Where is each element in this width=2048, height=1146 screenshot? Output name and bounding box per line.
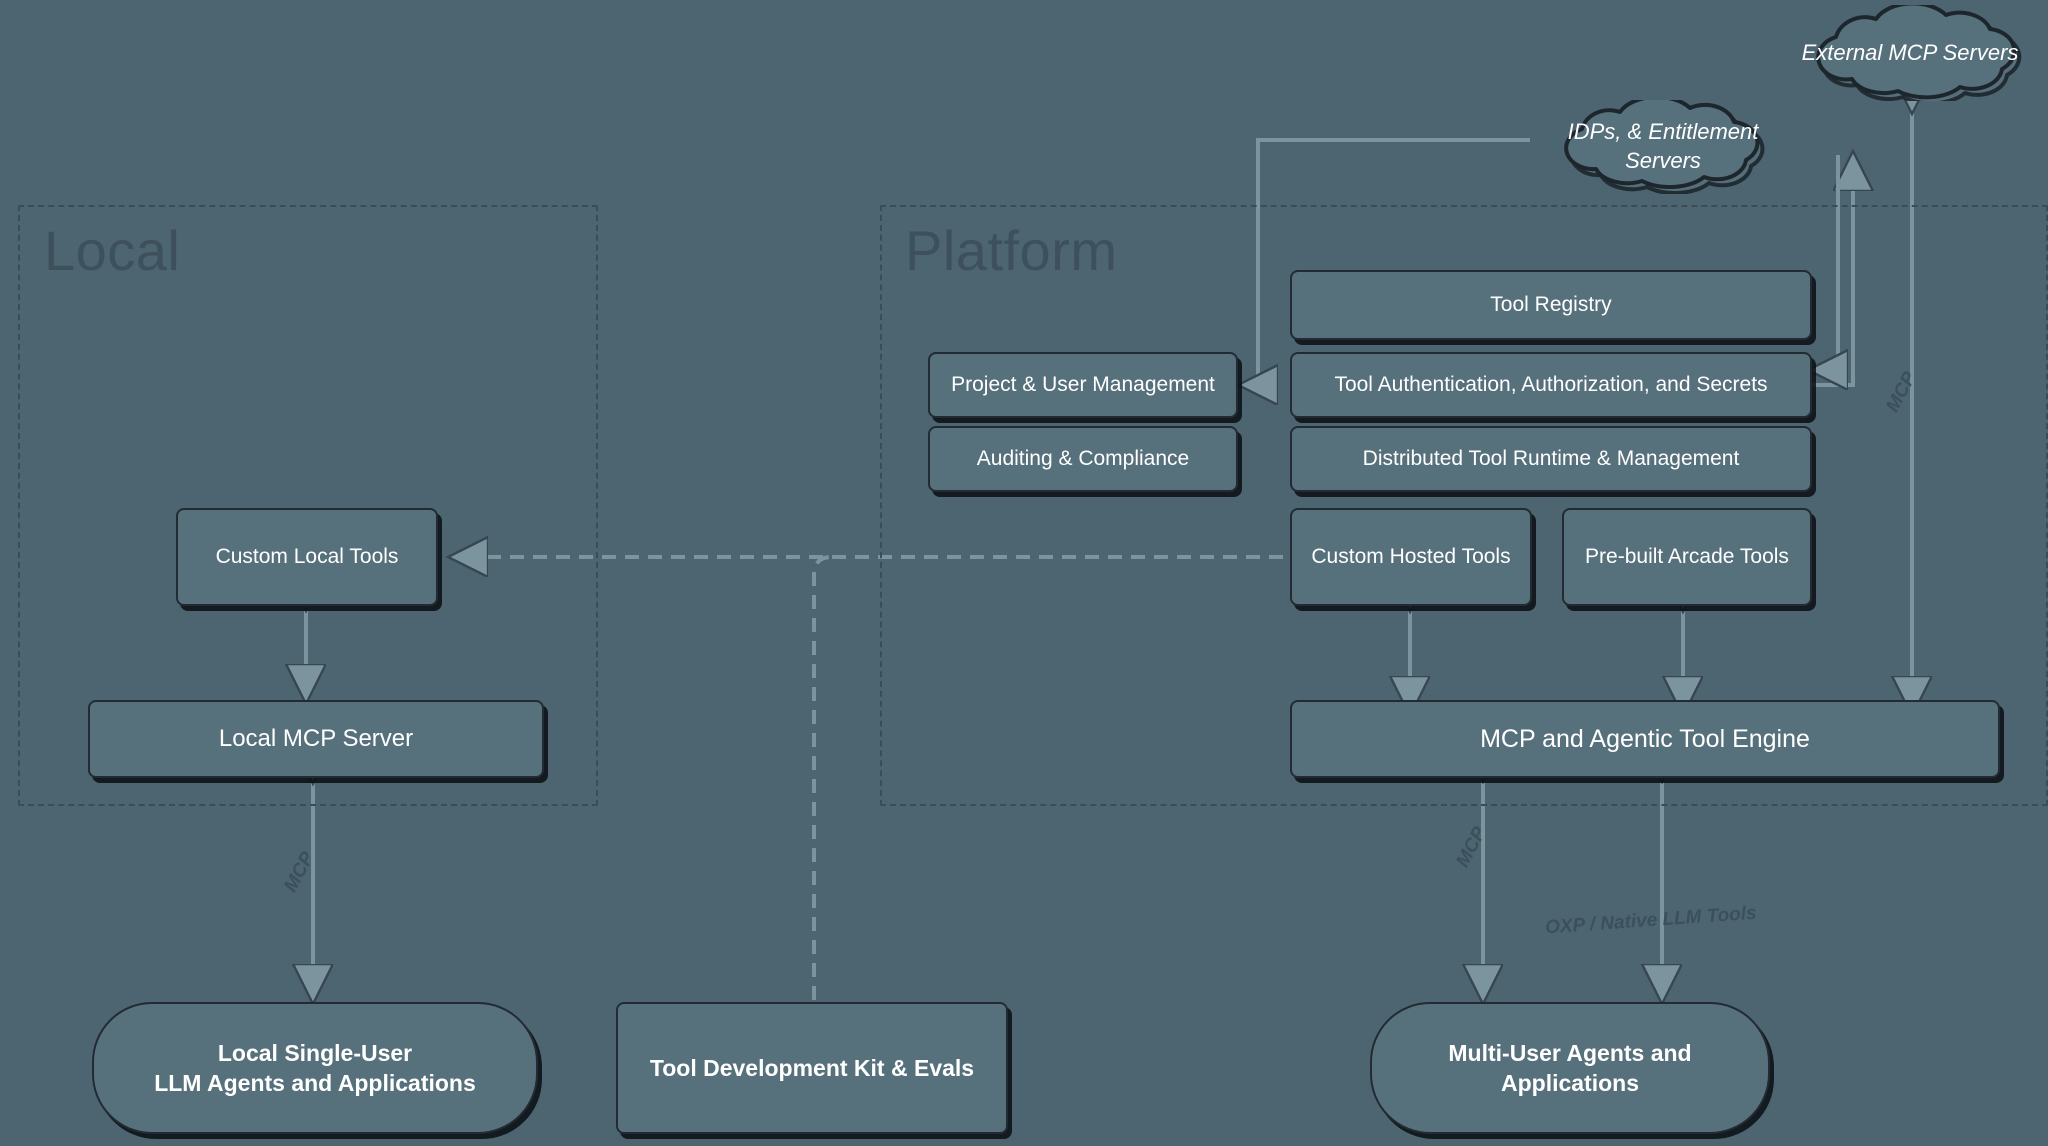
group-platform-title: Platform: [905, 219, 1118, 282]
node-prebuilt-arcade-tools[interactable]: Pre-built Arcade Tools: [1562, 508, 1812, 606]
node-local-agents-line2: LLM Agents and Applications: [154, 1070, 476, 1096]
cloud-idps-line1: IDPs, & Entitlement: [1567, 119, 1759, 145]
node-local-mcp-server[interactable]: Local MCP Server: [88, 700, 544, 778]
node-custom-local-tools[interactable]: Custom Local Tools: [176, 508, 438, 606]
node-distributed-tool-runtime-management[interactable]: Distributed Tool Runtime & Management: [1290, 426, 1812, 492]
node-tool-authentication-authorization-secrets[interactable]: Tool Authentication, Authorization, and …: [1290, 352, 1812, 418]
node-auditing-compliance[interactable]: Auditing & Compliance: [928, 426, 1238, 492]
node-custom-hosted-tools[interactable]: Custom Hosted Tools: [1290, 508, 1532, 606]
node-mcp-agentic-tool-engine[interactable]: MCP and Agentic Tool Engine: [1290, 700, 2000, 778]
node-local-agents-applications[interactable]: Local Single-User LLM Agents and Applica…: [92, 1002, 538, 1134]
node-multiuser-agents-applications[interactable]: Multi-User Agents and Applications: [1370, 1002, 1770, 1134]
edge-label-local-mcp: MCP: [280, 848, 319, 896]
cloud-external-mcp-servers-label: External MCP Servers: [1801, 39, 2019, 65]
node-local-agents-line1: Local Single-User: [217, 1039, 413, 1066]
cloud-idps-entitlement-servers[interactable]: IDPs, & Entitlement Servers: [1524, 100, 1802, 194]
node-tool-development-kit-evals[interactable]: Tool Development Kit & Evals: [616, 1002, 1008, 1134]
node-project-user-management[interactable]: Project & User Management: [928, 352, 1238, 418]
group-local-title: Local: [44, 219, 181, 282]
node-multiuser-line2: Applications: [1500, 1070, 1639, 1096]
edge-label-platform-mcp: MCP: [1452, 823, 1491, 871]
group-platform: [880, 205, 2048, 806]
cloud-idps-line2: Servers: [1625, 148, 1701, 173]
cloud-idps-entitlement-servers-label: IDPs, & Entitlement Servers: [1554, 118, 1773, 175]
node-tool-registry[interactable]: Tool Registry: [1290, 270, 1812, 340]
group-local: [18, 205, 598, 806]
cloud-external-mcp-servers[interactable]: External MCP Servers: [1774, 5, 2046, 101]
node-multiuser-line1: Multi-User Agents and: [1448, 1039, 1692, 1066]
edge-label-oxp-native-llm-tools: OXP / Native LLM Tools: [1544, 902, 1758, 939]
